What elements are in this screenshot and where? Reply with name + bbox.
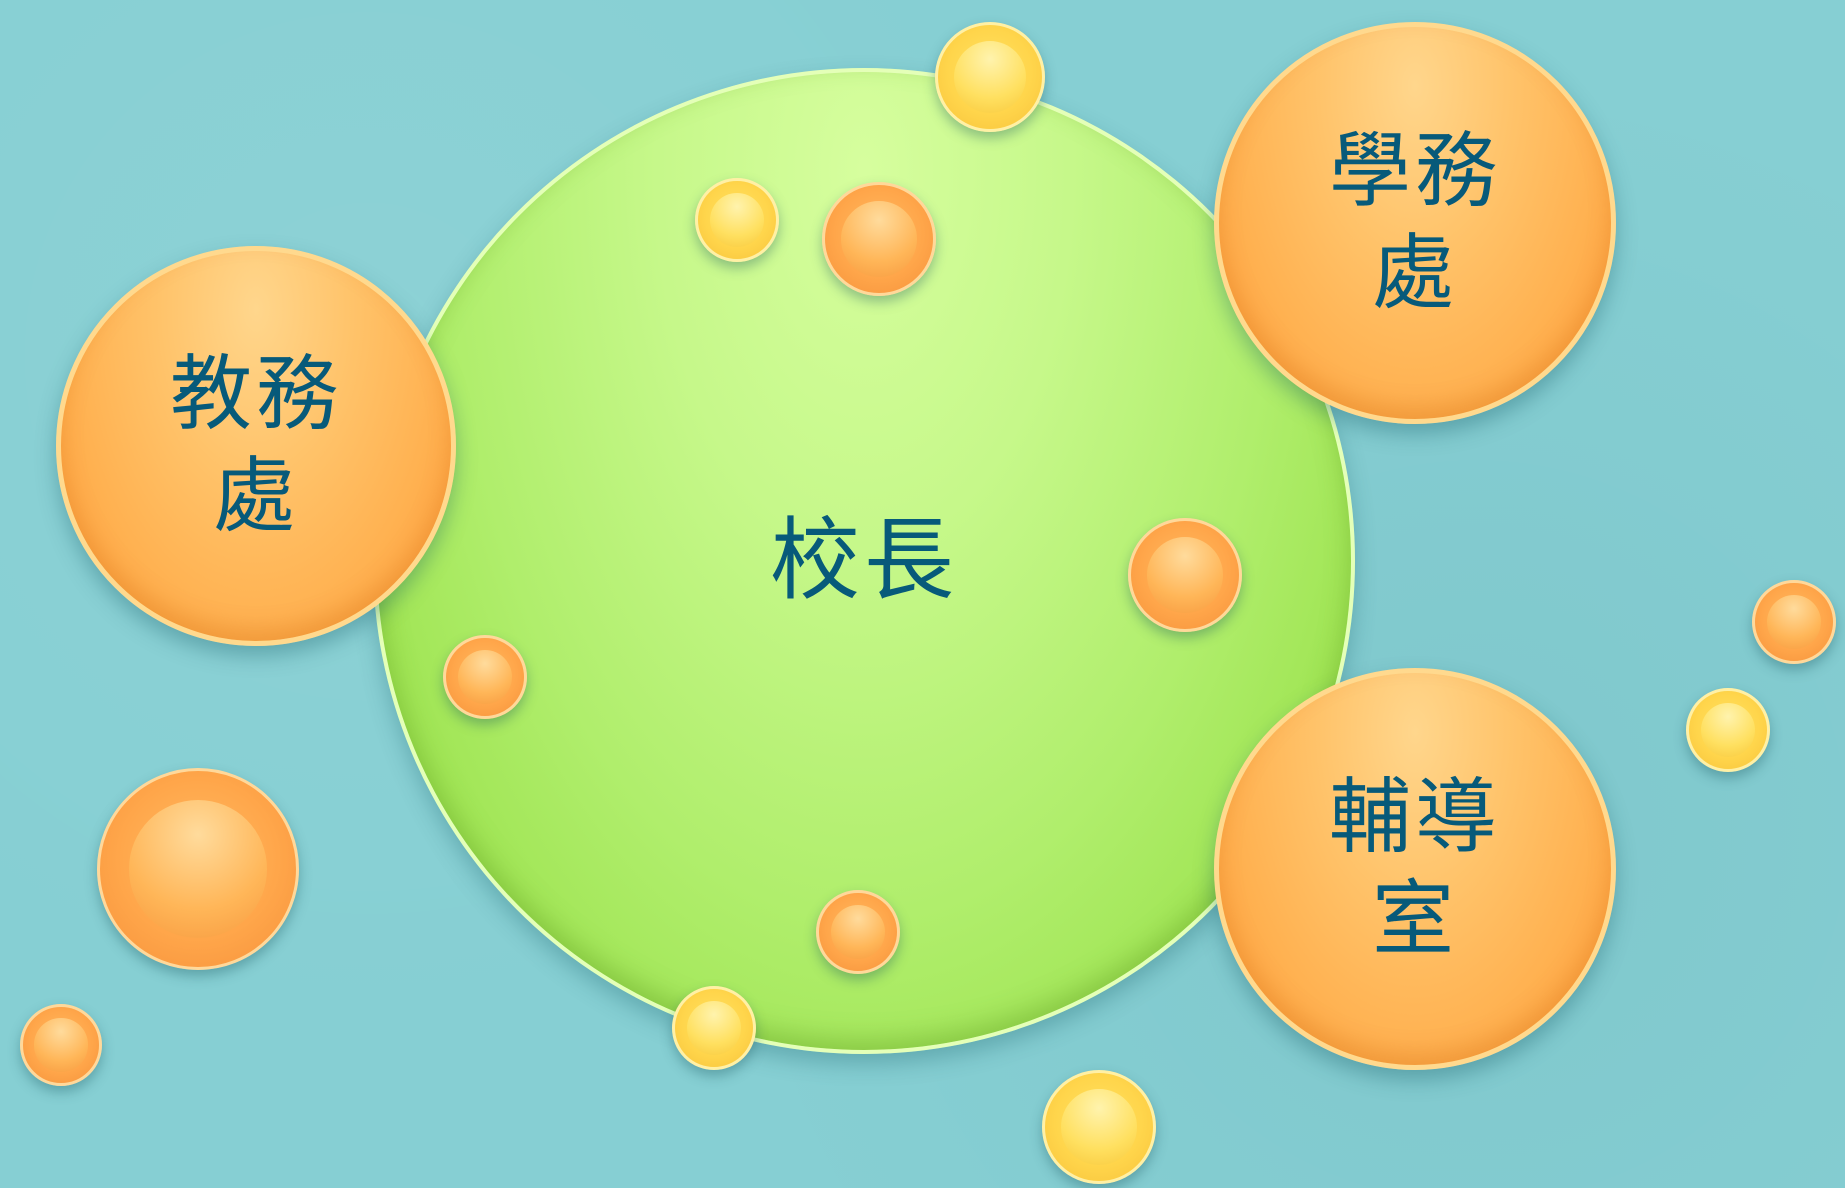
- satellite-label-line: 室: [1371, 872, 1458, 967]
- satellite-label-line: 輔導: [1328, 769, 1501, 865]
- decorative-bubble: [1128, 518, 1242, 632]
- decorative-bubble: [935, 22, 1045, 132]
- decorative-bubble: [1042, 1070, 1156, 1184]
- decorative-bubble: [695, 178, 779, 262]
- satellite-label-line: 處: [212, 449, 299, 544]
- satellite-label: 輔導 室: [1329, 767, 1501, 972]
- satellite-label: 教務 處: [170, 344, 342, 549]
- satellite-xuewu: 學務 處: [1214, 22, 1616, 424]
- decorative-bubble: [1752, 580, 1836, 664]
- decorative-bubble: [1686, 688, 1770, 772]
- decorative-bubble: [443, 635, 527, 719]
- decorative-bubble: [97, 768, 299, 970]
- decorative-bubble: [20, 1004, 102, 1086]
- satellite-fudao: 輔導 室: [1214, 668, 1616, 1070]
- decorative-bubble: [816, 890, 900, 974]
- satellite-label: 學務 處: [1329, 121, 1501, 326]
- decorative-bubble: [822, 182, 936, 296]
- satellite-jiaowu: 教務 處: [56, 246, 456, 646]
- satellite-label-line: 教務: [169, 346, 342, 442]
- principal-label: 校長: [770, 507, 958, 613]
- satellite-label-line: 處: [1371, 226, 1458, 321]
- satellite-label-line: 學務: [1328, 123, 1501, 219]
- decorative-bubble: [672, 986, 756, 1070]
